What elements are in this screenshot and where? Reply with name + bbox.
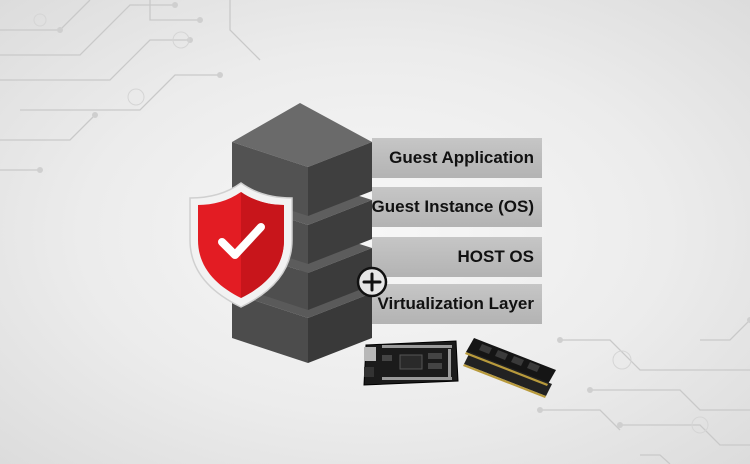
layer-label-virtualization: Virtualization Layer [372, 284, 542, 324]
ram-module-icon [463, 338, 556, 398]
layer-label-guest-instance: Guest Instance (OS) [372, 187, 542, 227]
layer-label-host-os: HOST OS [372, 237, 542, 277]
shield-check-icon [189, 182, 293, 308]
circuit-board-icon [363, 340, 459, 386]
plus-circle-icon [356, 266, 388, 298]
layer-label-guest-application: Guest Application [372, 138, 542, 178]
